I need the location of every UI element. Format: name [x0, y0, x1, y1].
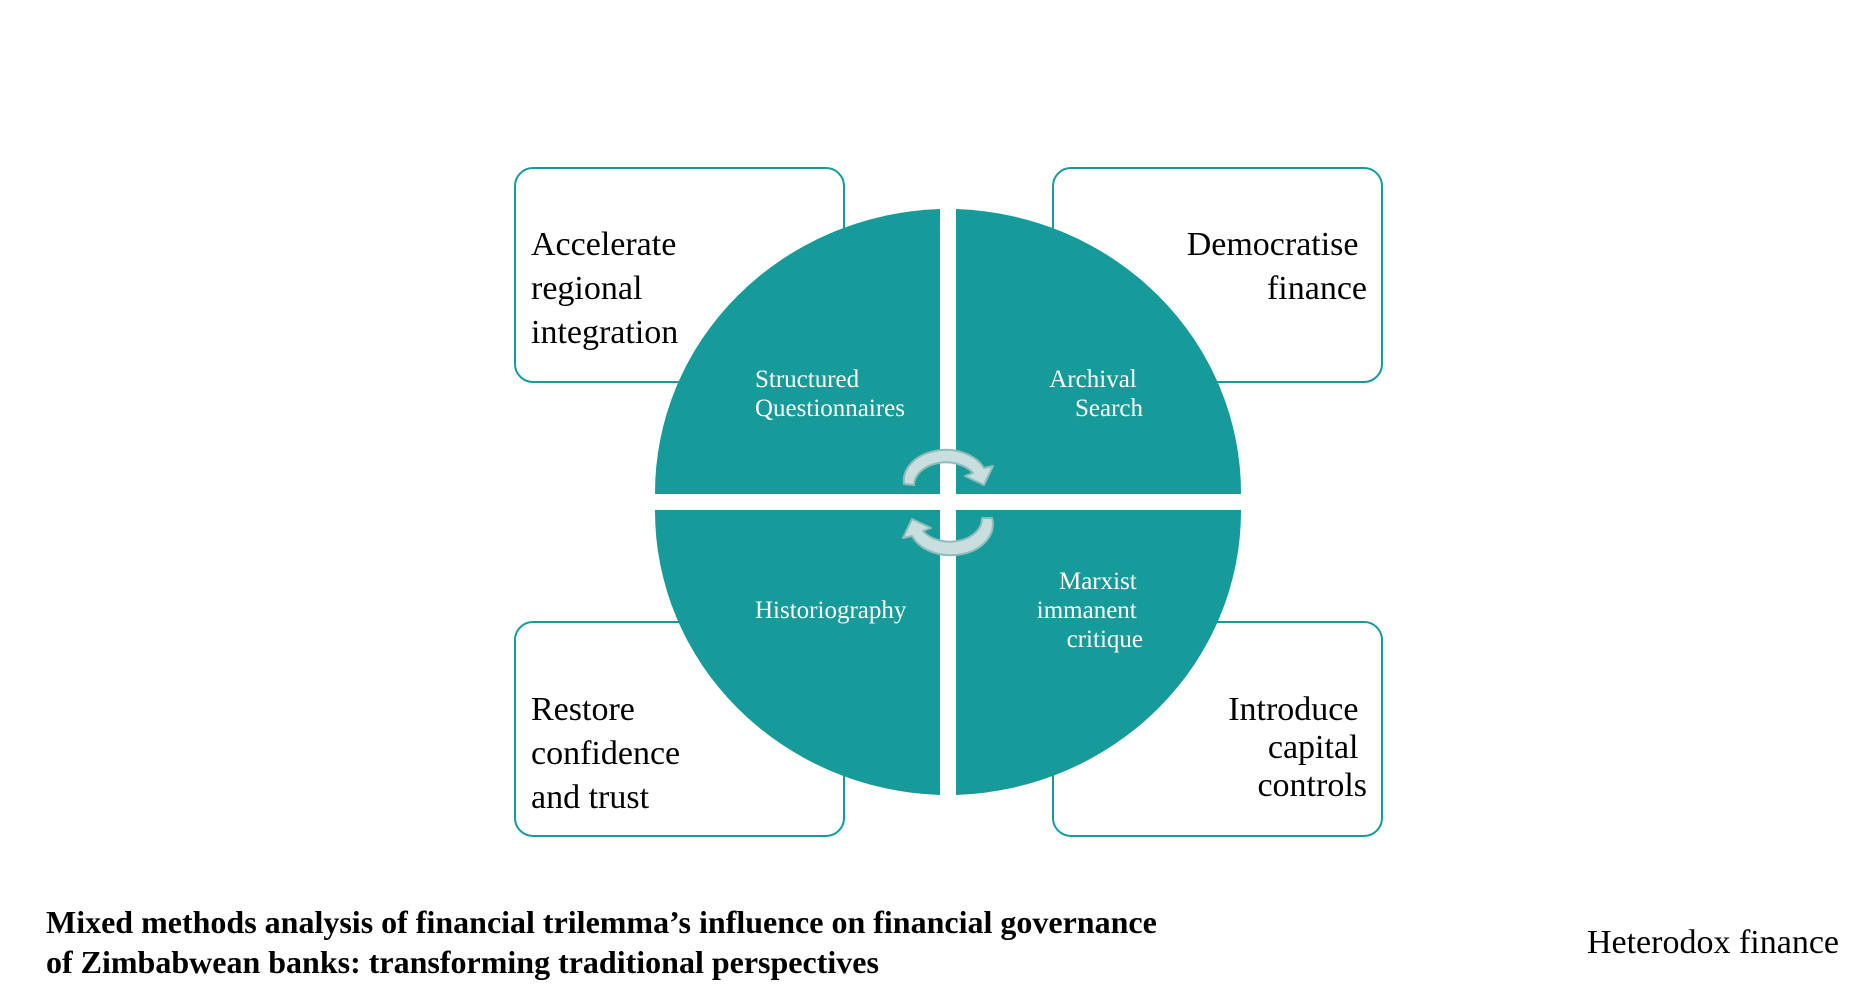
quadrant-label-top-left: Structured Questionnaires [755, 366, 905, 422]
corner-text-top-left-line: Accelerate [531, 226, 676, 263]
quadrant-bottom-right [956, 510, 1242, 795]
caption-line-2: of Zimbabwean banks: transforming tradit… [46, 944, 879, 980]
corner-text-bottom-right: Introduce capital controls [1228, 691, 1367, 804]
figure-caption: Mixed methods analysis of financial tril… [46, 902, 1346, 982]
quadrant-label-bottom-right-line: immanent [1037, 597, 1137, 624]
corner-text-bottom-right-line: capital [1268, 729, 1359, 766]
quadrant-label-top-right-line: Archival [1049, 366, 1137, 393]
category-label: Heterodox finance [1586, 924, 1839, 961]
quadrant-top-left [654, 209, 940, 494]
quadrant-label-bottom-right: Marxist immanent critique [1037, 568, 1143, 653]
quadrant-bottom-left [654, 510, 940, 795]
corner-text-top-left-line: integration [531, 314, 678, 351]
corner-text-top-right-line: finance [1267, 270, 1367, 307]
quadrant-label-top-right: Archival Search [1049, 366, 1143, 422]
corner-text-bottom-right-line: Introduce [1228, 691, 1358, 728]
quadrant-label-bottom-right-line: critique [1067, 626, 1143, 653]
quadrant-label-bottom-right-line: Marxist [1059, 568, 1137, 595]
corner-text-top-left-line: regional [531, 270, 642, 307]
caption-line-1: Mixed methods analysis of financial tril… [46, 904, 1157, 940]
quadrant-label-top-right-line: Search [1075, 395, 1144, 422]
corner-text-top-left: Accelerate regional integration [531, 226, 685, 351]
corner-text-bottom-right-line: controls [1257, 767, 1367, 804]
corner-text-top-right-line: Democratise [1187, 226, 1359, 263]
quadrant-label-bottom-left-line: Historiography [755, 597, 907, 624]
quadrant-label-top-left-line: Questionnaires [755, 395, 905, 422]
corner-text-bottom-left-line: and trust [531, 779, 650, 816]
corner-text-bottom-left: Restore confidence and trust [531, 691, 689, 816]
corner-text-bottom-left-line: confidence [531, 735, 680, 772]
corner-text-bottom-left-line: Restore [531, 691, 635, 728]
cycle-arrow-lower-icon [902, 517, 994, 557]
quadrant-top-right [956, 209, 1242, 494]
cycle-arrows-icon [902, 448, 994, 557]
cycle-arrow-upper-icon [902, 448, 994, 486]
corner-text-top-right: Democratise finance [1187, 226, 1367, 307]
quadrant-label-bottom-left: Historiography [755, 597, 907, 624]
quadrant-label-top-left-line: Structured [755, 366, 860, 393]
